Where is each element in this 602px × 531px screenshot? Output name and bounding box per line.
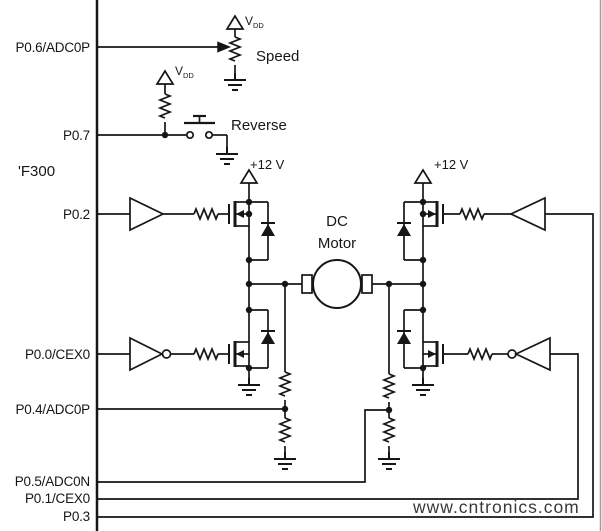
motor-label-line2: Motor bbox=[318, 235, 356, 252]
ground-symbol bbox=[237, 377, 261, 396]
reverse-switch-branch: VDD Reverse bbox=[97, 64, 287, 165]
junction-dot bbox=[245, 256, 253, 264]
junction-dot bbox=[419, 198, 427, 206]
ground-symbol bbox=[377, 451, 401, 470]
speed-label: Speed bbox=[256, 48, 299, 65]
junction-dot bbox=[245, 210, 253, 218]
resistor bbox=[280, 418, 290, 442]
motor-section: DC Motor bbox=[245, 213, 427, 309]
wire-p03 bbox=[97, 213, 594, 518]
ground-symbol bbox=[411, 377, 435, 396]
supply-12v-label: +12 V bbox=[434, 157, 469, 172]
vdd-label: VDD bbox=[245, 14, 264, 30]
motor-terminal bbox=[301, 274, 313, 294]
port-label-p01: P0.1/CEX0 bbox=[25, 491, 90, 506]
buffer-icon bbox=[509, 196, 546, 232]
port-label-p03: P0.3 bbox=[63, 509, 90, 524]
ground-symbol bbox=[223, 72, 247, 91]
sense-divider-left bbox=[97, 284, 297, 470]
port-label-p04: P0.4/ADC0P bbox=[15, 402, 90, 417]
mcu-label: 'F300 bbox=[18, 163, 55, 180]
motor-label-line1: DC bbox=[326, 213, 348, 230]
junction-dot bbox=[245, 198, 253, 206]
wire-p05 bbox=[97, 409, 389, 483]
resistor bbox=[384, 418, 394, 442]
right-half-bridge: +12 V bbox=[97, 157, 594, 518]
body-diode bbox=[396, 201, 424, 261]
motor-terminal bbox=[361, 274, 373, 294]
body-diode bbox=[248, 309, 276, 369]
watermark-text: www.cntronics.com bbox=[412, 497, 580, 517]
resistor bbox=[193, 208, 219, 220]
vdd-symbol bbox=[226, 15, 244, 30]
resistor bbox=[230, 37, 240, 61]
inverter-bubble-icon bbox=[161, 349, 172, 359]
pullup-resistor bbox=[156, 70, 174, 135]
junction-dot bbox=[419, 256, 427, 264]
vdd-label: VDD bbox=[175, 64, 194, 80]
mosfet-low-left bbox=[227, 339, 251, 369]
inverter-icon bbox=[514, 336, 551, 372]
body-diode bbox=[248, 201, 276, 261]
ground-symbol bbox=[273, 451, 297, 470]
speed-input-branch: VDD Speed bbox=[97, 14, 299, 91]
wire-p01 bbox=[97, 353, 579, 500]
inverter-icon bbox=[129, 336, 164, 372]
port-labels: P0.6/ADC0P P0.7 'F300 P0.2 P0.0/CEX0 P0.… bbox=[15, 40, 91, 524]
resistor bbox=[459, 208, 485, 220]
resistor bbox=[160, 94, 170, 118]
ground-symbol bbox=[215, 146, 239, 165]
wiper-arrow-icon bbox=[217, 41, 231, 53]
port-label-p00: P0.0/CEX0 bbox=[25, 347, 90, 362]
supply-12v-symbol bbox=[414, 169, 432, 184]
reverse-label: Reverse bbox=[231, 117, 287, 134]
port-label-p07: P0.7 bbox=[63, 128, 90, 143]
supply-12v-label: +12 V bbox=[250, 157, 285, 172]
sense-divider-right bbox=[97, 284, 401, 483]
body-diode bbox=[396, 309, 424, 369]
resistor bbox=[467, 348, 493, 360]
pushbutton-icon bbox=[184, 114, 215, 140]
junction-dot bbox=[245, 280, 253, 288]
junction-dot bbox=[245, 306, 253, 314]
vdd-symbol bbox=[156, 70, 174, 85]
port-label-p05: P0.5/ADC0N bbox=[15, 474, 90, 489]
speed-potentiometer bbox=[223, 15, 247, 91]
mosfet-low-right bbox=[421, 339, 445, 369]
resistor bbox=[280, 372, 290, 396]
junction-dot bbox=[419, 306, 427, 314]
buffer-icon bbox=[129, 196, 165, 232]
port-label-p06: P0.6/ADC0P bbox=[15, 40, 90, 55]
junction-dot bbox=[419, 210, 427, 218]
dc-motor-icon bbox=[312, 259, 362, 309]
resistor bbox=[384, 374, 394, 398]
left-half-bridge: +12 V bbox=[97, 157, 285, 396]
port-label-p02: P0.2 bbox=[63, 207, 90, 222]
resistor bbox=[193, 348, 219, 360]
